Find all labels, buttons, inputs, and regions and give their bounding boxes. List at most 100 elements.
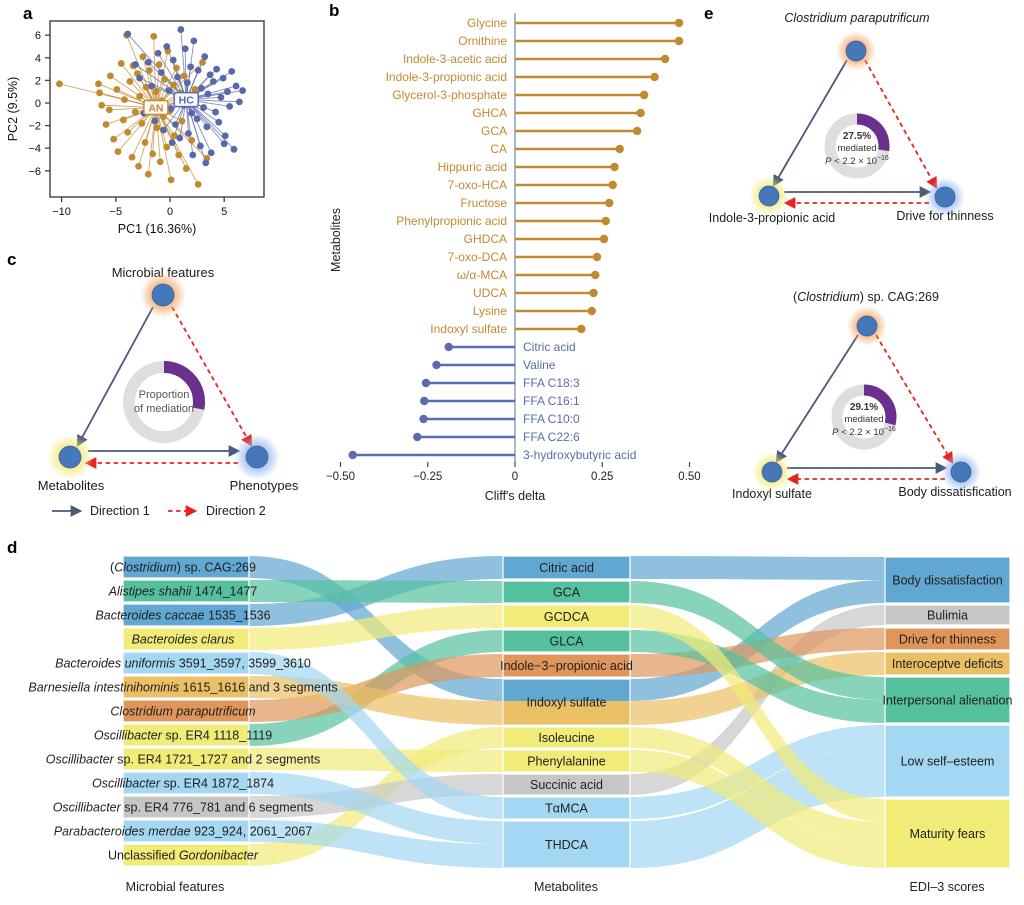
lollipop-dot [577,324,586,334]
sankey-node [502,796,631,820]
pca-point [188,136,196,144]
sankey-node-label: Unclassified Gordonibacter [108,849,259,863]
hc-centroid-label-box [173,91,200,108]
triangle-node [58,445,82,469]
sankey-node [122,675,250,699]
sankey-flow [249,772,503,844]
sankey-node-label: Barnesiella intestinihominis 1615_1616 a… [28,681,337,695]
p-value: P < 2.2 × 10−16 [832,426,896,438]
pca-point [172,121,179,128]
pca-point [113,86,121,93]
lollipop-dot [587,306,596,316]
pca-point [232,82,240,90]
lollipop-dot [599,234,609,244]
sankey-node [502,773,631,796]
left-node-label: Indoxyl sulfate [732,487,812,501]
y-tick-label: 4 [35,53,41,65]
pca-centroid-line [185,99,212,153]
pca-point [102,121,110,128]
metabolite-label: Lysine [473,304,508,318]
right-node-label: Body dissatisfication [898,485,1011,499]
pca-point [177,26,185,33]
sankey-node-label: Isoleucine [538,731,594,745]
y-axis-label: PC2 (9.5%) [6,77,20,142]
pca-point [220,140,228,148]
legend-label: Direction 1 [90,504,150,518]
metabolite-label: Fructose [460,196,507,210]
pca-centroid-line [155,107,199,185]
metabolite-label: Phenylpropionic acid [396,214,507,228]
sankey-node [502,749,631,773]
sankey-node [122,819,250,843]
pca-point [173,64,180,72]
y-tick-label: −2 [28,121,41,133]
pca-point [239,87,247,94]
lollipop-dot [632,126,642,136]
pca-point [169,81,177,89]
pca-point [167,105,175,113]
pca-centroid-line [131,107,157,158]
sankey-node [502,604,631,629]
sankey-node [122,579,250,603]
sankey-node [884,676,1011,724]
pca-point [124,30,132,38]
pca-point [226,102,234,110]
pca-point [96,89,103,97]
lollipop-dot [605,198,614,208]
y-tick-label: 0 [35,98,41,110]
pca-point [121,96,128,104]
pca-point [56,80,63,88]
x-tick-label: 0.50 [678,471,700,483]
metabolite-label: GHCA [472,106,507,120]
direction2-arrow [171,306,253,448]
sankey-flow [630,581,885,700]
pca-point [235,98,243,106]
sankey-node [122,651,250,675]
triangle-node [950,461,972,483]
pca-point [188,109,196,117]
lollipop-dot [589,288,598,298]
pca-centroid-line [185,40,195,100]
pca-point [124,128,132,136]
panel-e-mediation-2: (Clostridium) sp. CAG:26929.1%mediatedP … [732,290,1012,501]
pca-point [144,170,152,178]
x-tick-label: −0.50 [326,471,355,483]
triangle-title: (Clostridium) sp. CAG:269 [793,290,939,304]
pca-point [190,37,198,45]
sankey-node-label: GCA [553,586,581,600]
pca-centroid-line [185,99,194,156]
pca-point [136,92,144,100]
sankey-node [502,820,631,869]
direction2-arrow [864,59,938,190]
metabolite-label: Ornithine [458,34,507,48]
triangle-node [151,283,175,307]
triangle-node [245,445,269,469]
sankey-node-label: Indole−3−propionic acid [500,659,633,673]
mediation-ring-arc [123,361,205,443]
pca-point [217,93,225,101]
metabolite-label: 3-hydroxybutyric acid [523,448,636,462]
sankey-node-label: GLCA [549,635,584,649]
lollipop-dot [444,342,453,352]
pca-point [187,63,194,71]
sankey-node-label: Bacteroides clarus [132,633,235,647]
pca-point [163,143,171,151]
y-tick-label: −6 [28,166,41,178]
pca-point [141,139,149,146]
panel-label-b: b [329,1,340,20]
direction1-arrow [775,334,859,463]
pca-point [191,86,199,93]
lollipop-dot [601,216,610,226]
pca-centroid-line [155,107,172,180]
pca-point [206,71,214,79]
metabolite-label: Indole-3-acetic acid [403,52,507,66]
pca-point [176,134,184,142]
x-tick-label: 0 [167,206,173,218]
sankey-flow [249,605,503,650]
panel-label-c: c [7,250,17,269]
pca-point [202,159,210,167]
